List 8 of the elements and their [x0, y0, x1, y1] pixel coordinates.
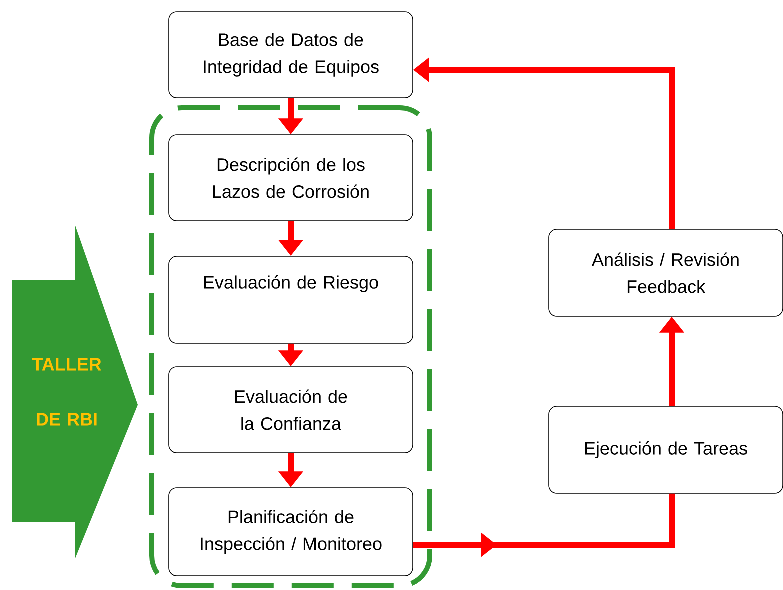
process-box: Análisis / Revisión Feedback: [548, 229, 783, 317]
dashed-frame: [150, 106, 432, 588]
process-box: Ejecución de Tareas: [548, 406, 783, 494]
process-box: Descripción de los Lazos de Corrosión: [168, 134, 414, 222]
process-box: Evaluación de la Confianza: [168, 366, 414, 454]
process-box: Base de Datos de Integridad de Equipos: [168, 12, 414, 98]
process-box: Evaluación de Riesgo: [168, 256, 414, 344]
process-box: Planificación de Inspección / Monitoreo: [168, 488, 414, 576]
